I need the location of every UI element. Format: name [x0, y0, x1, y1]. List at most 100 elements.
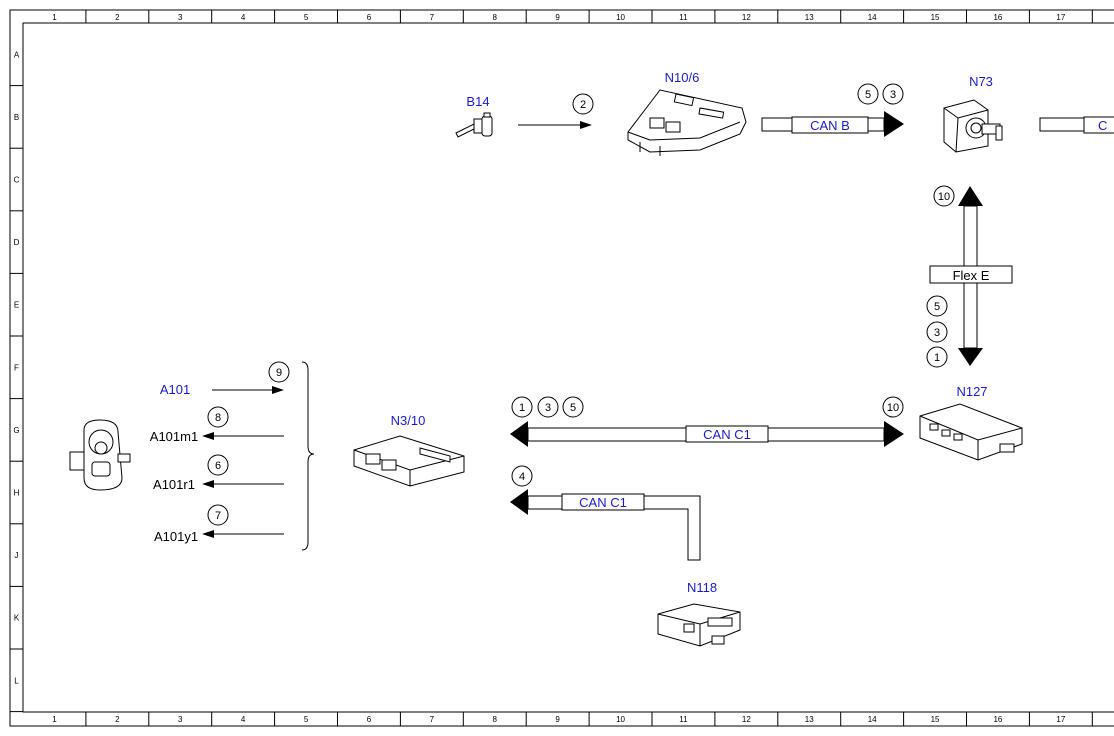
right-cut-bus-label-box: [1083, 116, 1114, 134]
callout-circle-4: [511, 465, 533, 487]
grid-column-label: 16: [993, 13, 1002, 22]
grid-row-label: K: [14, 614, 20, 623]
callout-8: 8: [215, 412, 221, 424]
grid-column-label: 9: [555, 715, 560, 724]
can-c1-bottom-arrowhead: [510, 489, 528, 515]
grid-column-label: 5: [304, 13, 309, 22]
grid-column-label: 9: [555, 13, 560, 22]
grid-column-label: 10: [616, 715, 625, 724]
label-a101m1: A101m1: [150, 429, 198, 444]
callout-circle-3-canc1: [537, 396, 559, 418]
label-n118: N118: [687, 580, 717, 595]
grid-column-label: 15: [931, 13, 940, 22]
flex-e-label: Flex E: [953, 268, 990, 283]
label-n73: N73: [969, 74, 993, 89]
label-a101y1: A101y1: [154, 529, 198, 544]
inner-frame: [22, 22, 1114, 713]
arrowhead-a101m1: [202, 432, 214, 440]
grid-column-label: 11: [679, 13, 688, 22]
grid-column-label: 7: [430, 13, 435, 22]
callout-circle-5-flex: [926, 295, 948, 317]
label-n10-6: N10/6: [665, 70, 700, 85]
n73-ignition-switch-icon: [943, 99, 1003, 153]
n3-10-engine-control-unit-icon: [353, 435, 465, 487]
grid-column-label: 17: [1056, 715, 1065, 724]
grid-column-label: 8: [493, 715, 498, 724]
grid-column-label: 1: [52, 13, 57, 22]
callout-circle-8: [207, 406, 229, 428]
flex-e-arrowhead-up: [958, 186, 983, 206]
grid-column-label: 3: [178, 715, 183, 724]
callout-circle-1-canc1: [511, 396, 533, 418]
grid-column-label: 6: [367, 715, 372, 724]
grid-column-label: 4: [241, 13, 246, 22]
arrowhead-a101y1: [202, 530, 214, 538]
grid-column-label: 6: [367, 13, 372, 22]
callout-3-canc1: 3: [545, 402, 551, 414]
grid-column-label: 1: [52, 715, 57, 724]
n127-control-unit-icon: [919, 403, 1023, 461]
b14-temperature-sensor-icon: [455, 112, 493, 138]
can-c1-bottom-label-box: [561, 493, 645, 511]
label-b14: B14: [466, 94, 489, 109]
grid-row-label: B: [14, 113, 19, 122]
callout-circle-3-canb: [882, 83, 904, 105]
callout-5-canb: 5: [865, 89, 871, 101]
can-c1-top-arrowhead-left: [510, 421, 528, 447]
callout-1-canc1: 1: [519, 402, 525, 414]
a101-steering-lock-icon: [69, 419, 131, 491]
callout-4: 4: [519, 471, 525, 483]
right-cut-bus-label: C: [1098, 118, 1107, 133]
label-a101r1: A101r1: [153, 477, 195, 492]
outer-frame: [9, 9, 1114, 727]
grid-column-label: 5: [304, 715, 309, 724]
grid-column-label: 11: [679, 715, 688, 724]
callout-2: 2: [580, 99, 586, 111]
grid-column-label: 7: [430, 715, 435, 724]
callout-circle-2: [572, 93, 594, 115]
grid-column-label: 13: [805, 715, 814, 724]
grid-column-label: 4: [241, 715, 246, 724]
grid-column-label: 15: [931, 715, 940, 724]
can-b-arrowhead: [884, 111, 904, 137]
callout-circle-3-flex: [926, 321, 948, 343]
grid-row-label: L: [14, 676, 19, 685]
callout-9: 9: [276, 367, 282, 379]
arrowhead-a101: [272, 386, 284, 394]
callout-circle-9: [268, 361, 290, 383]
callout-circle-1-flex: [926, 346, 948, 368]
grid-row-label: J: [15, 551, 19, 560]
flex-e-label-box: [929, 265, 1013, 284]
callout-circle-6: [207, 454, 229, 476]
grid-column-label: 3: [178, 13, 183, 22]
can-c1-top-label-box: [685, 425, 769, 443]
grid-row-label: G: [13, 426, 19, 435]
grid-row-label: E: [14, 301, 19, 310]
grid-row-label: C: [14, 176, 20, 185]
grid-column-label: 12: [742, 715, 751, 724]
arrowhead-b14-to-n10: [580, 121, 592, 129]
arrowhead-a101r1: [202, 480, 214, 488]
can-c1-bottom-label: CAN C1: [579, 495, 627, 510]
grid-column-label: 14: [868, 13, 877, 22]
grid-column-label: 2: [115, 715, 120, 724]
grid-column-label: 8: [493, 13, 498, 22]
grid-column-label: 12: [742, 13, 751, 22]
grid-column-label: 10: [616, 13, 625, 22]
flex-e-arrowhead-down: [958, 348, 983, 366]
callout-circle-10-canc1: [882, 396, 904, 418]
n118-control-unit-icon: [657, 603, 741, 647]
grid-column-label: 14: [868, 715, 877, 724]
callout-10-canc1: 10: [887, 402, 899, 414]
group-brace: [301, 361, 315, 551]
grid-column-label: 16: [993, 715, 1002, 724]
callout-circle-10-flex: [933, 185, 955, 207]
callout-circle-5-canc1: [562, 396, 584, 418]
grid-row-label: F: [14, 363, 19, 372]
callout-circle-5-canb: [857, 83, 879, 105]
callout-5-canc1: 5: [570, 402, 576, 414]
callout-6: 6: [215, 460, 221, 472]
